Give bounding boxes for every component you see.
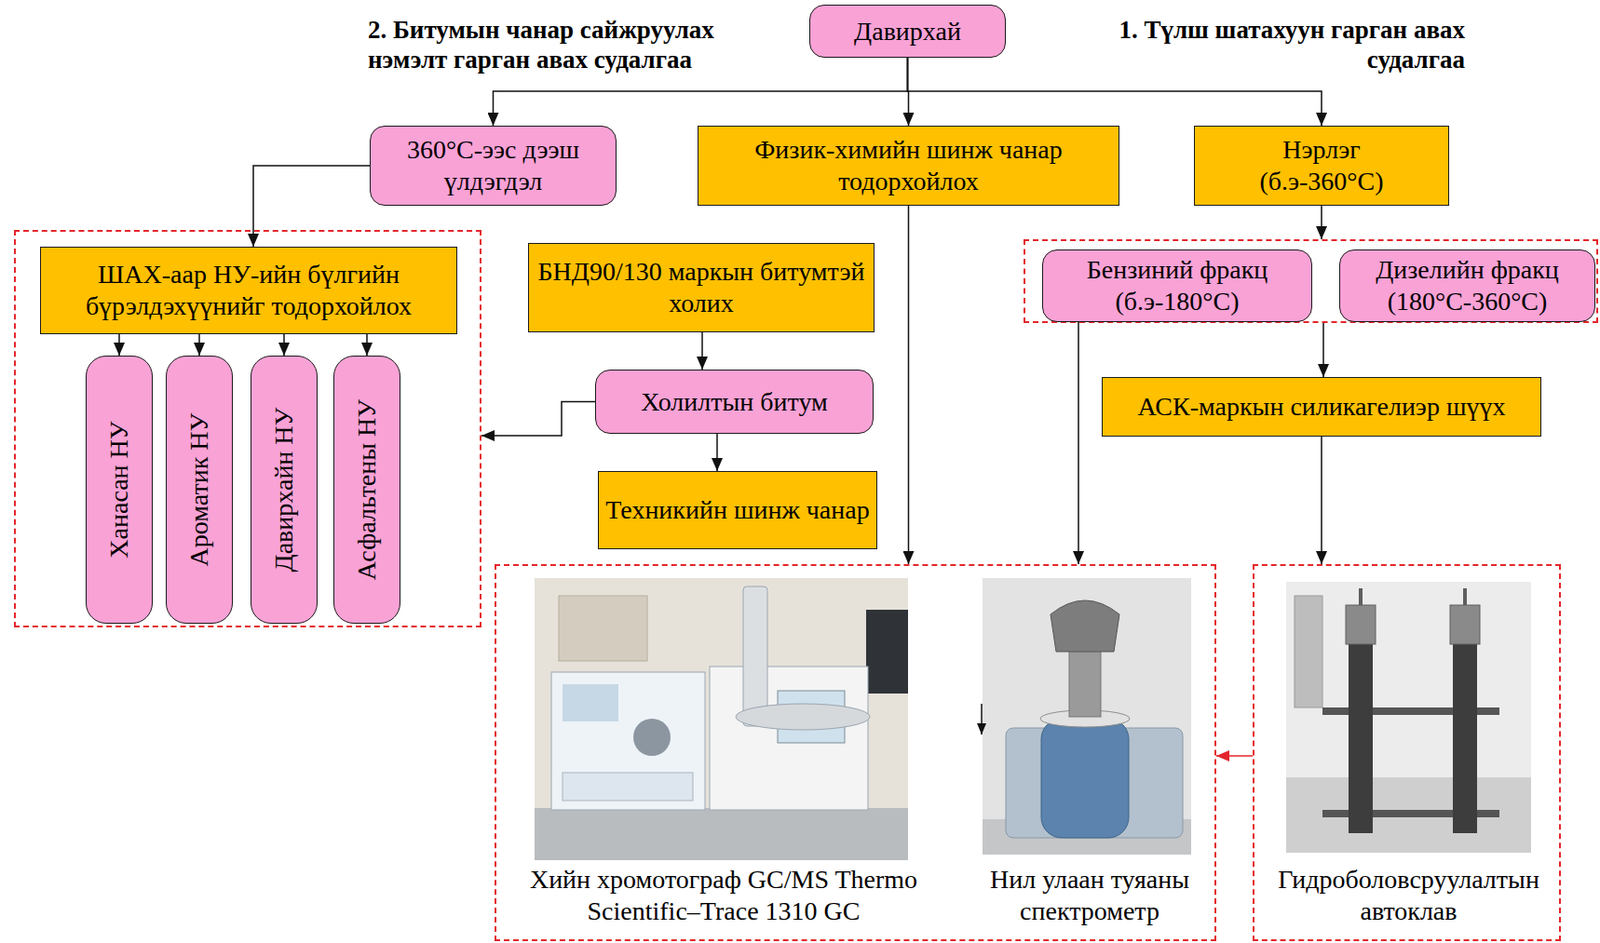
ir-spectrometer-photo	[981, 578, 1192, 855]
box-text: Техникийн шинж чанар	[605, 494, 869, 527]
fraction-box: Асфальтены НУ	[333, 355, 401, 624]
process-box: Техникийн шинж чанар	[597, 471, 878, 550]
box-text: Физик-химийн шинж чанар тодорхойлох	[704, 134, 1113, 197]
process-box: ШАХ-аар НУ-ийн бүлгийн бүрэлдэхүүнийг то…	[40, 246, 458, 335]
box-text: Холилтын битум	[640, 386, 828, 419]
flow-arrow	[1320, 436, 1323, 565]
flow-arrow	[1322, 323, 1325, 378]
flow-arrow	[1077, 322, 1080, 565]
flow-arrow	[908, 205, 910, 565]
photo-caption: Хийн хромотограф GC/MS Thermo Scientific…	[496, 864, 951, 927]
box-text: Бензиний фракц (б.э-180°C)	[1048, 254, 1306, 317]
fraction-box: Давирхайн НУ	[250, 355, 318, 624]
flow-arrow	[716, 433, 719, 472]
flow-arrow	[366, 334, 368, 356]
fraction-box: Бензиний фракц (б.э-180°C)	[1042, 249, 1313, 322]
fraction-box: Дизелийн фракц (180°C-360°C)	[1339, 249, 1596, 322]
flow-arrow	[481, 402, 596, 437]
box-text: Дизелийн фракц (180°C-360°C)	[1345, 254, 1589, 317]
flow-arrow	[1216, 755, 1253, 758]
fraction-box: Ароматик НУ	[165, 355, 233, 624]
process-box: БНД90/130 маркын битумтэй холих	[528, 243, 875, 333]
box-text: Ханасан НУ	[103, 420, 136, 558]
flow-arrow	[701, 332, 704, 370]
flow-arrow	[198, 334, 201, 356]
flow-arrow	[1320, 205, 1323, 240]
box-text: Ароматик НУ	[183, 413, 216, 568]
box-text: Давирхай	[854, 15, 962, 48]
flow-arrow	[908, 57, 1323, 126]
process-box: АСК-маркын силикагелиэр шүүх	[1101, 377, 1542, 437]
section-heading: 2. Битумын чанар сайжруулах нэмэлт гарга…	[367, 14, 787, 76]
flow-arrow	[283, 334, 285, 356]
gc-ms-photo	[534, 578, 909, 861]
box-text: Асфальтены НУ	[351, 399, 383, 581]
box-text: ШАХ-аар НУ-ийн бүлгийн бүрэлдэхүүнийг то…	[46, 258, 451, 322]
fraction-box: Ханасан НУ	[85, 355, 153, 624]
dashed-group: ШАХ-аар НУ-ийн бүлгийн бүрэлдэхүүнийг то…	[13, 230, 482, 628]
material-box: 360°C-ээс дээш үлдэгдэл	[369, 125, 617, 206]
box-text: 360°C-ээс дээш үлдэгдэл	[376, 134, 611, 197]
box-text: Давирхайн НУ	[268, 407, 300, 573]
photo-caption: Гидроболовсруулалтын автоклав	[1257, 864, 1560, 927]
process-box: Нэрлэг (б.э-360°C)	[1193, 125, 1450, 206]
flow-arrow	[118, 334, 121, 356]
instrument-group: Гидроболовсруулалтын автоклав	[1252, 564, 1561, 942]
box-text: АСК-маркын силикагелиэр шүүх	[1138, 391, 1506, 423]
box-text: БНД90/130 маркын битумтэй холих	[534, 256, 868, 319]
box-text: Нэрлэг (б.э-360°C)	[1233, 134, 1411, 197]
flow-arrow	[253, 165, 370, 247]
instrument-group: Хийн хромотограф GC/MS Thermo Scientific…	[494, 564, 1217, 942]
process-box: Физик-химийн шинж чанар тодорхойлох	[697, 125, 1120, 206]
source-box: Давирхай	[809, 4, 1006, 58]
dashed-group: Бензиний фракц (б.э-180°C) Дизелийн фракц…	[1023, 239, 1599, 324]
material-box: Холилтын битум	[595, 369, 874, 434]
autoclave-photo	[1286, 582, 1532, 854]
section-heading: 1. Түлш шатахуун гарган авах судалгаа	[1083, 14, 1465, 76]
photo-caption: Нил улаан туяаны спектрометр	[969, 864, 1210, 927]
